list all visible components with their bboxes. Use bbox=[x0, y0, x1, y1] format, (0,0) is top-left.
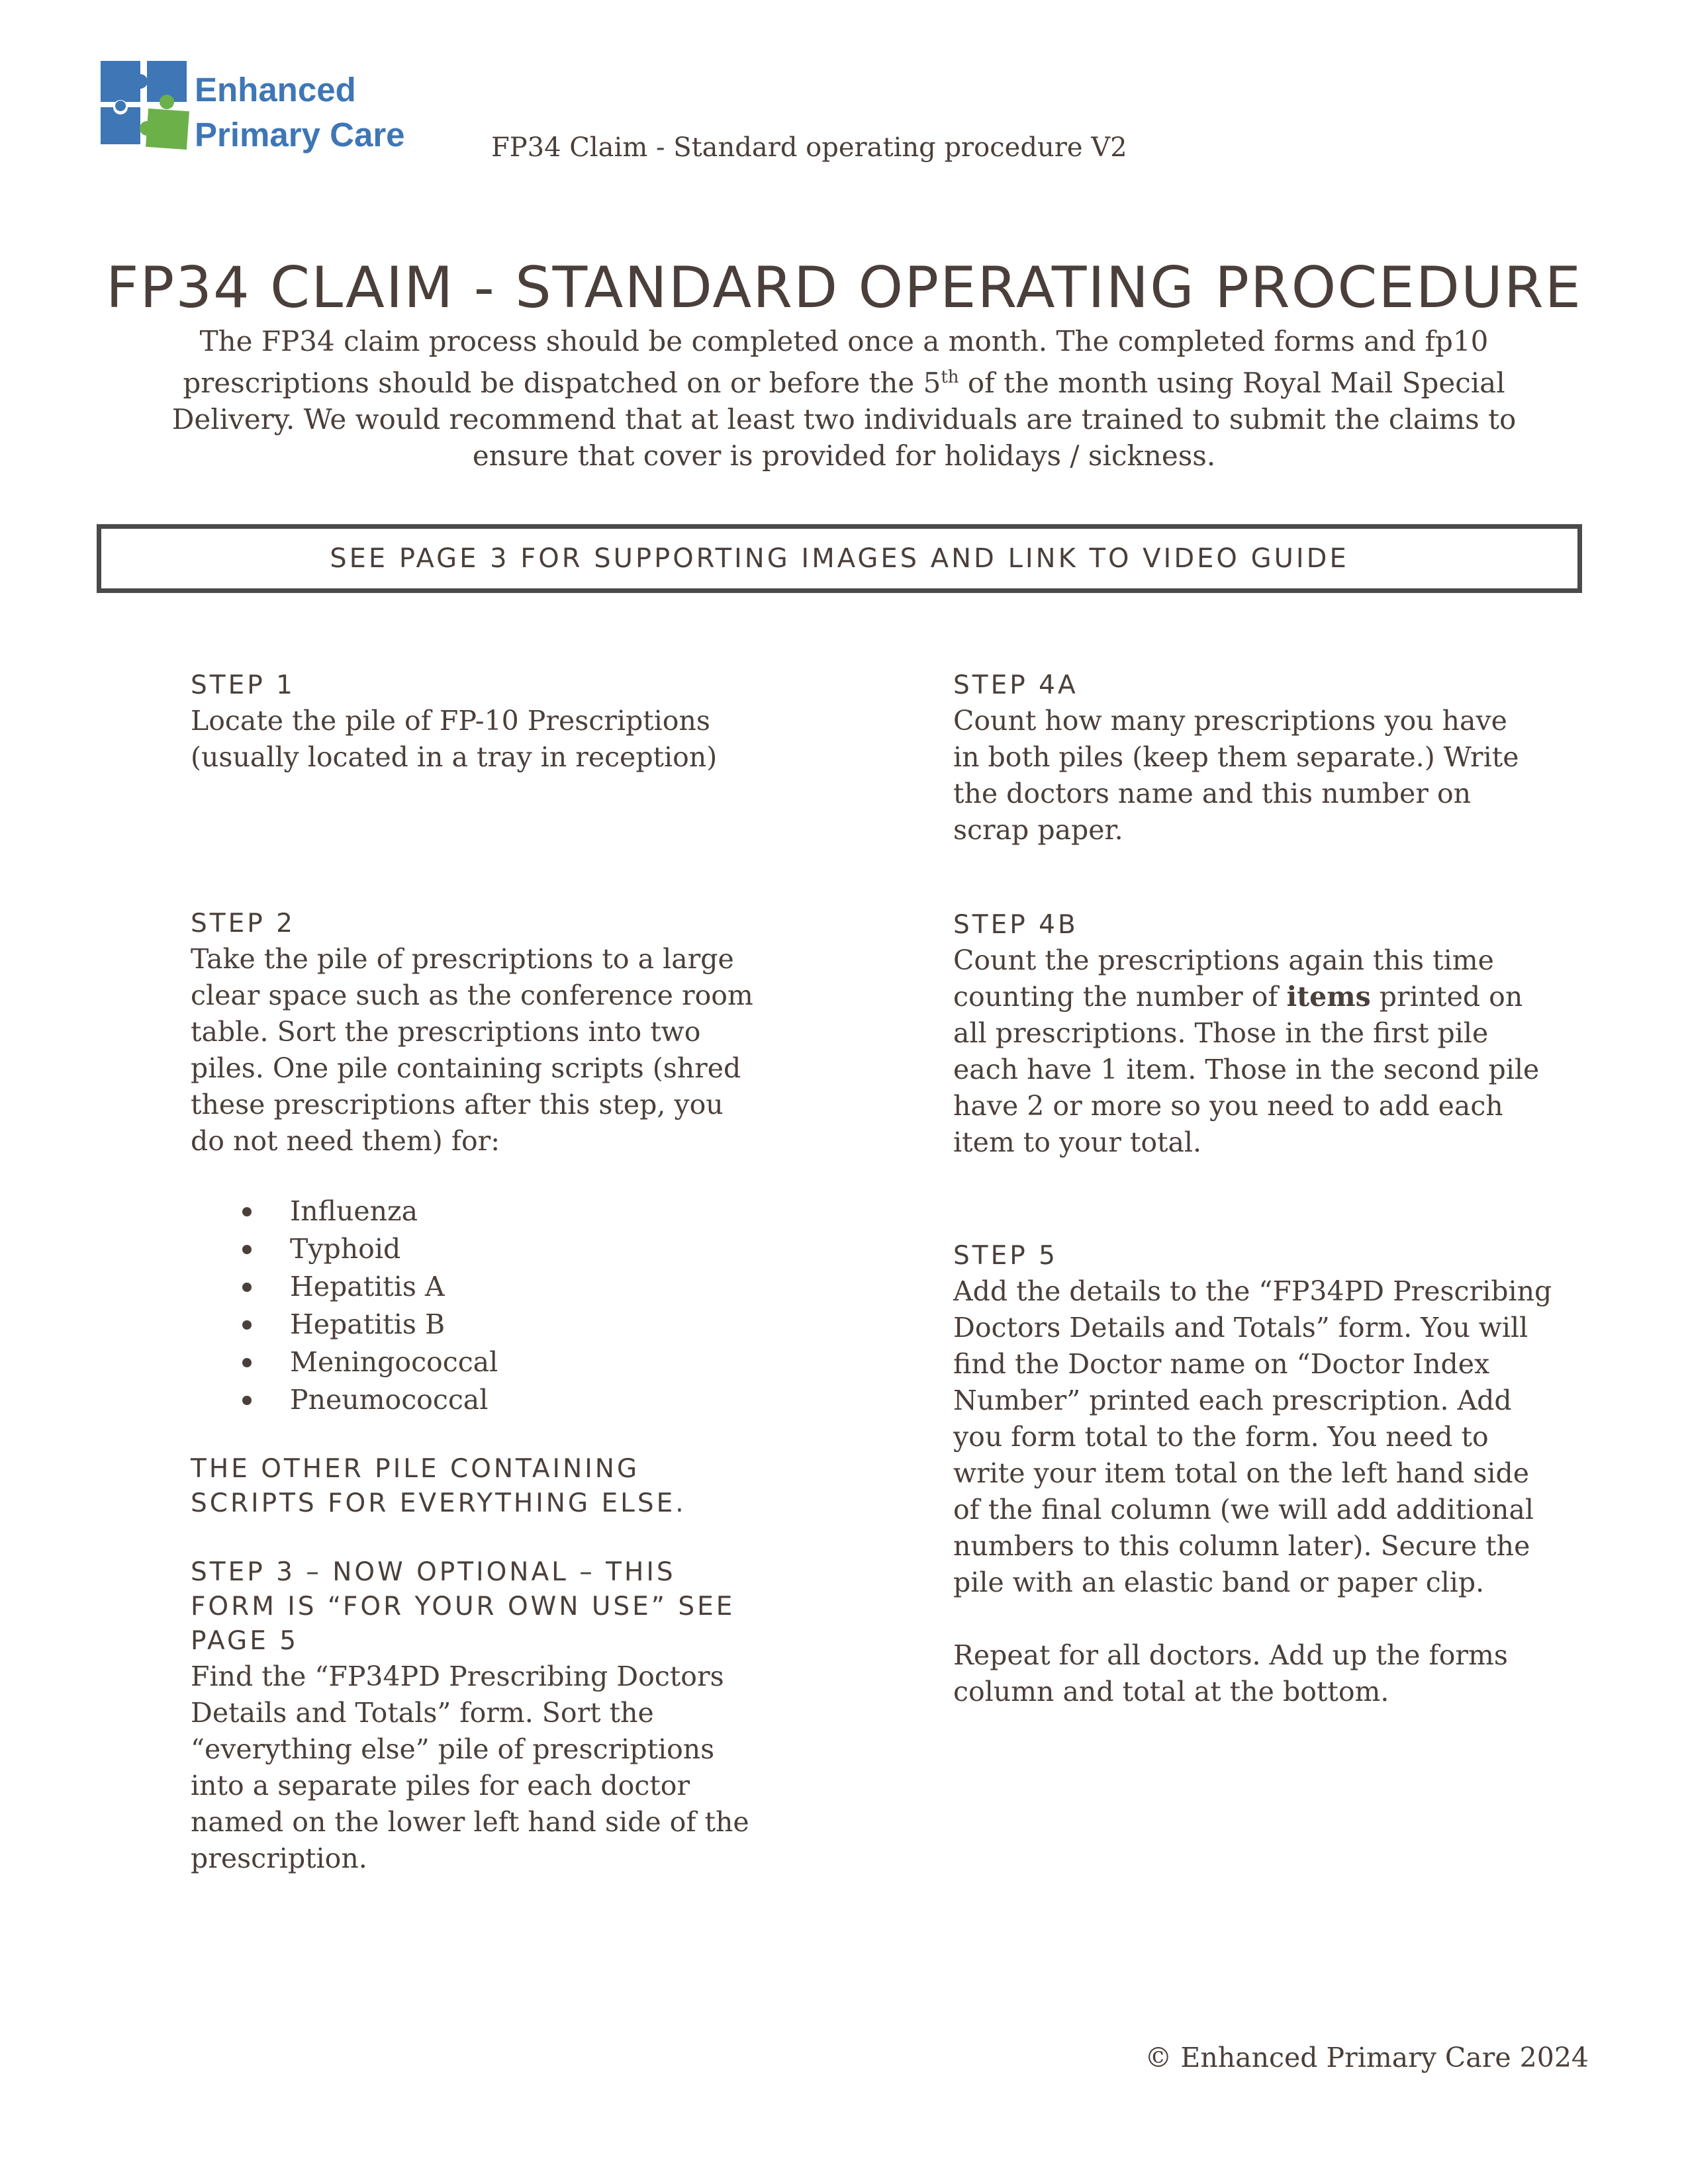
list-item-label: Hepatitis B bbox=[290, 1308, 445, 1340]
header-document-title: FP34 Claim - Standard operating procedur… bbox=[491, 132, 1127, 163]
step-4b-line: item to your total. bbox=[953, 1126, 1202, 1158]
list-item-label: Influenza bbox=[290, 1195, 418, 1227]
list-item: Typhoid bbox=[191, 1230, 786, 1268]
bullet-dot-icon bbox=[242, 1320, 252, 1330]
list-item: Pneumococcal bbox=[191, 1381, 786, 1419]
list-item-label: Pneumococcal bbox=[290, 1384, 489, 1416]
step-3-line: into a separate piles for each doctor bbox=[191, 1770, 690, 1801]
step-4a-line: Count how many prescriptions you have bbox=[953, 705, 1507, 737]
step-4a-heading: STEP 4A bbox=[953, 670, 1078, 700]
repeat-line: column and total at the bottom. bbox=[953, 1676, 1389, 1707]
bullet-dot-icon bbox=[242, 1358, 252, 1367]
left-column: STEP 1 Locate the pile of FP-10 Prescrip… bbox=[191, 668, 786, 1877]
intro-line-1: The FP34 claim process should be complet… bbox=[199, 325, 1489, 357]
list-item-label: Meningococcal bbox=[290, 1346, 498, 1378]
page-title: FP34 CLAIM - STANDARD OPERATING PROCEDUR… bbox=[105, 255, 1583, 321]
step-3-heading: PAGE 5 bbox=[191, 1626, 299, 1656]
step-2-line: piles. One pile containing scripts (shre… bbox=[191, 1052, 741, 1084]
step-5-line: find the Doctor name on “Doctor Index bbox=[953, 1348, 1490, 1380]
bullet-dot-icon bbox=[242, 1396, 252, 1405]
bullet-dot-icon bbox=[242, 1245, 252, 1254]
step-5-heading: STEP 5 bbox=[953, 1241, 1058, 1271]
other-pile-heading: THE OTHER PILE CONTAINING bbox=[191, 1454, 640, 1484]
step-4b-text: printed on bbox=[1370, 981, 1523, 1013]
step-1-heading: STEP 1 bbox=[191, 670, 295, 700]
step-2-heading: STEP 2 bbox=[191, 909, 295, 938]
list-item: Meningococcal bbox=[191, 1343, 786, 1381]
step-5-line: of the final column (we will add additio… bbox=[953, 1494, 1534, 1525]
step-3-heading: FORM IS “FOR YOUR OWN USE” SEE bbox=[191, 1592, 735, 1621]
step-2-line: table. Sort the prescriptions into two bbox=[191, 1016, 701, 1048]
step-1-line: (usually located in a tray in reception) bbox=[191, 741, 718, 773]
supporting-images-banner: SEE PAGE 3 FOR SUPPORTING IMAGES AND LIN… bbox=[97, 524, 1582, 593]
step-5-line: write your item total on the left hand s… bbox=[953, 1457, 1530, 1489]
step-5-line: Doctors Details and Totals” form. You wi… bbox=[953, 1312, 1528, 1343]
step-4b-line: each have 1 item. Those in the second pi… bbox=[953, 1054, 1540, 1085]
step-5-line: Number” printed each prescription. Add bbox=[953, 1385, 1512, 1416]
step-4a-line: in both piles (keep them separate.) Writ… bbox=[953, 741, 1519, 773]
step-3-line: Find the “FP34PD Prescribing Doctors bbox=[191, 1661, 724, 1692]
step-3-line: named on the lower left hand side of the bbox=[191, 1806, 749, 1838]
logo-text-primary-care: Primary Care bbox=[195, 116, 405, 154]
puzzle-logo-icon bbox=[101, 61, 189, 150]
other-pile-heading: SCRIPTS FOR EVERYTHING ELSE. bbox=[191, 1488, 686, 1518]
step-2-line: clear space such as the conference room bbox=[191, 979, 753, 1011]
logo-text-enhanced: Enhanced bbox=[195, 71, 356, 109]
intro-line-2: prescriptions should be dispatched on or… bbox=[119, 359, 1569, 401]
step-4b-text: counting the number of bbox=[953, 981, 1287, 1013]
right-column: STEP 4A Count how many prescriptions you… bbox=[953, 668, 1589, 1710]
step-3-line: prescription. bbox=[191, 1843, 367, 1874]
step-4b-line: all prescriptions. Those in the first pi… bbox=[953, 1017, 1489, 1049]
step-4a-line: scrap paper. bbox=[953, 814, 1123, 846]
intro-line-2-tail: of the month using Royal Mail Special bbox=[959, 367, 1505, 399]
step-5-line: numbers to this column later). Secure th… bbox=[953, 1530, 1530, 1562]
bullet-dot-icon bbox=[242, 1283, 252, 1292]
intro-superscript: th bbox=[941, 367, 959, 387]
repeat-line: Repeat for all doctors. Add up the forms bbox=[953, 1639, 1508, 1671]
step-4b-heading: STEP 4B bbox=[953, 910, 1078, 940]
step-2-line: do not need them) for: bbox=[191, 1125, 500, 1157]
step-3-heading: STEP 3 – NOW OPTIONAL – THIS bbox=[191, 1557, 676, 1587]
vaccine-list: Influenza Typhoid Hepatitis A Hepatitis … bbox=[191, 1193, 786, 1419]
list-item: Hepatitis A bbox=[191, 1268, 786, 1306]
bullet-dot-icon bbox=[242, 1207, 252, 1216]
step-5-line: Add the details to the “FP34PD Prescribi… bbox=[953, 1275, 1552, 1307]
logo: Enhanced Primary Care bbox=[99, 58, 410, 158]
list-item: Influenza bbox=[191, 1193, 786, 1230]
step-1-line: Locate the pile of FP-10 Prescriptions bbox=[191, 705, 710, 737]
step-3-line: Details and Totals” form. Sort the bbox=[191, 1697, 654, 1729]
step-4b-line: Count the prescriptions again this time bbox=[953, 944, 1494, 976]
intro-paragraph: The FP34 claim process should be complet… bbox=[119, 323, 1569, 474]
step-2-line: Take the pile of prescriptions to a larg… bbox=[191, 943, 734, 975]
intro-line-3: Delivery. We would recommend that at lea… bbox=[171, 403, 1517, 435]
step-2-line: these prescriptions after this step, you bbox=[191, 1089, 724, 1120]
intro-line-2-text: prescriptions should be dispatched on or… bbox=[183, 367, 941, 399]
step-3-line: “everything else” pile of prescriptions bbox=[191, 1733, 715, 1765]
intro-line-4: ensure that cover is provided for holida… bbox=[472, 439, 1216, 472]
copyright-footer: © Enhanced Primary Care 2024 bbox=[1145, 2042, 1589, 2073]
list-item-label: Hepatitis A bbox=[290, 1271, 445, 1302]
list-item-label: Typhoid bbox=[290, 1233, 401, 1265]
step-5-line: you form total to the form. You need to bbox=[953, 1421, 1489, 1453]
items-emphasis: items bbox=[1286, 981, 1371, 1013]
step-4b-line: counting the number of items printed on bbox=[953, 979, 1589, 1015]
list-item: Hepatitis B bbox=[191, 1306, 786, 1343]
step-5-line: pile with an elastic band or paper clip. bbox=[953, 1567, 1485, 1598]
step-4b-line: have 2 or more so you need to add each bbox=[953, 1090, 1503, 1122]
banner-text: SEE PAGE 3 FOR SUPPORTING IMAGES AND LIN… bbox=[330, 543, 1349, 574]
step-4a-line: the doctors name and this number on bbox=[953, 778, 1472, 809]
